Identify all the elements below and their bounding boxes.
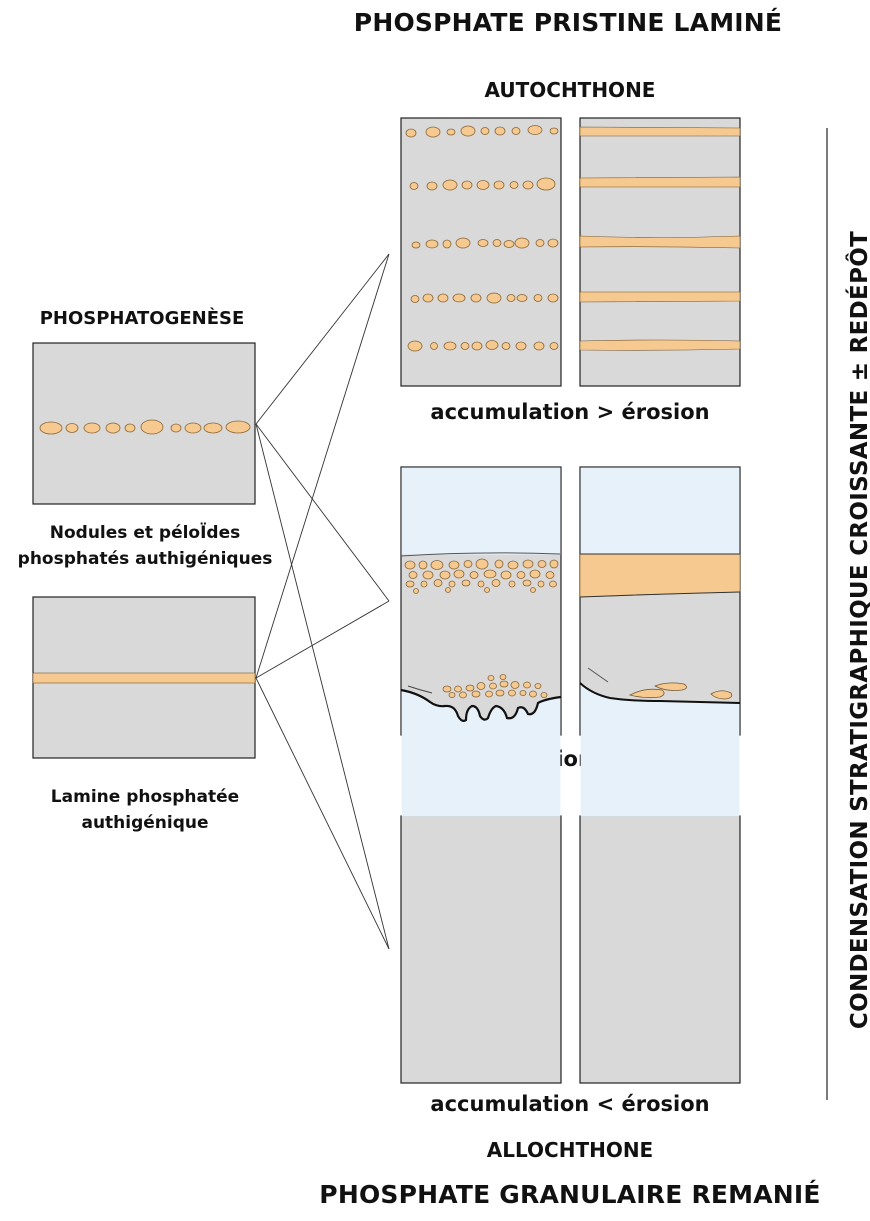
connector-lines — [255, 253, 390, 950]
autochthone-label: AUTOCHTHONE — [484, 78, 656, 102]
condensed-nodules-panel — [400, 466, 562, 736]
accumulation-greater-label: accumulation > érosion — [430, 400, 710, 424]
autochthonous-laminae-panel — [579, 117, 741, 387]
phosphatogenese-label: PHOSPHATOGENÈSE — [39, 308, 245, 329]
reworked-nodules-panel — [400, 674, 562, 1084]
phosphatogenesis-lamina-box — [32, 596, 256, 759]
autochthonous-nodules-panel — [400, 117, 562, 387]
nodules-caption-line1: Nodules et péloÏdes — [49, 523, 241, 543]
top-title: PHOSPHATE PRISTINE LAMINÉ — [353, 8, 783, 37]
nodule-row — [39, 419, 251, 435]
phosphatogenesis-nodules-box — [32, 342, 256, 505]
bottom-title: PHOSPHATE GRANULAIRE REMANIÉ — [319, 1180, 821, 1209]
accumulation-less-label: accumulation < érosion — [430, 1092, 710, 1116]
lamine-caption-line2: authigénique — [81, 813, 209, 833]
reworked-lamina-panel — [579, 667, 741, 1084]
nodules-caption-line2: phosphatés authigéniques — [17, 549, 273, 569]
allochthone-label: ALLOCHTHONE — [486, 1138, 654, 1162]
lamine-caption-line1: Lamine phosphatée — [50, 787, 240, 807]
